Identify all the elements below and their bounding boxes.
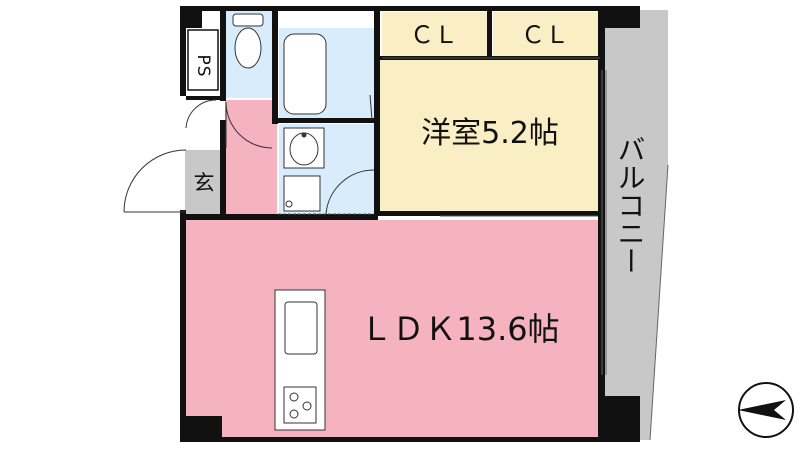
ldk-label: ＬＤＫ13.6帖 [360, 310, 559, 348]
washroom-door [325, 169, 375, 215]
toilet-icon [232, 13, 264, 69]
western-room-label: 洋室5.2帖 [421, 116, 559, 151]
balcony-area [605, 10, 668, 440]
bathtub-icon [283, 33, 373, 121]
washbasin-icon [283, 127, 325, 212]
stove-icon [283, 386, 317, 424]
toilet-door [225, 101, 273, 149]
closet-left-area [382, 12, 487, 58]
balcony-label: バルコニー [614, 135, 647, 275]
balcony-windows [601, 70, 607, 375]
western-room-area [380, 60, 602, 215]
hall-area [225, 100, 277, 218]
entrance-door [123, 149, 187, 213]
closet-left-label: ＣＬ [410, 21, 458, 49]
entrance-area [185, 150, 223, 215]
north-arrow-icon [738, 382, 794, 438]
entrance-label: 玄 [194, 171, 215, 195]
ps-label: PS [193, 54, 213, 77]
entry-closet-door [185, 99, 217, 129]
ps-area [187, 29, 219, 91]
closet-right-label: ＣＬ [521, 21, 569, 49]
kitchen-counter [274, 289, 326, 431]
ldk-area [185, 220, 602, 438]
closet-right-area [493, 12, 601, 58]
